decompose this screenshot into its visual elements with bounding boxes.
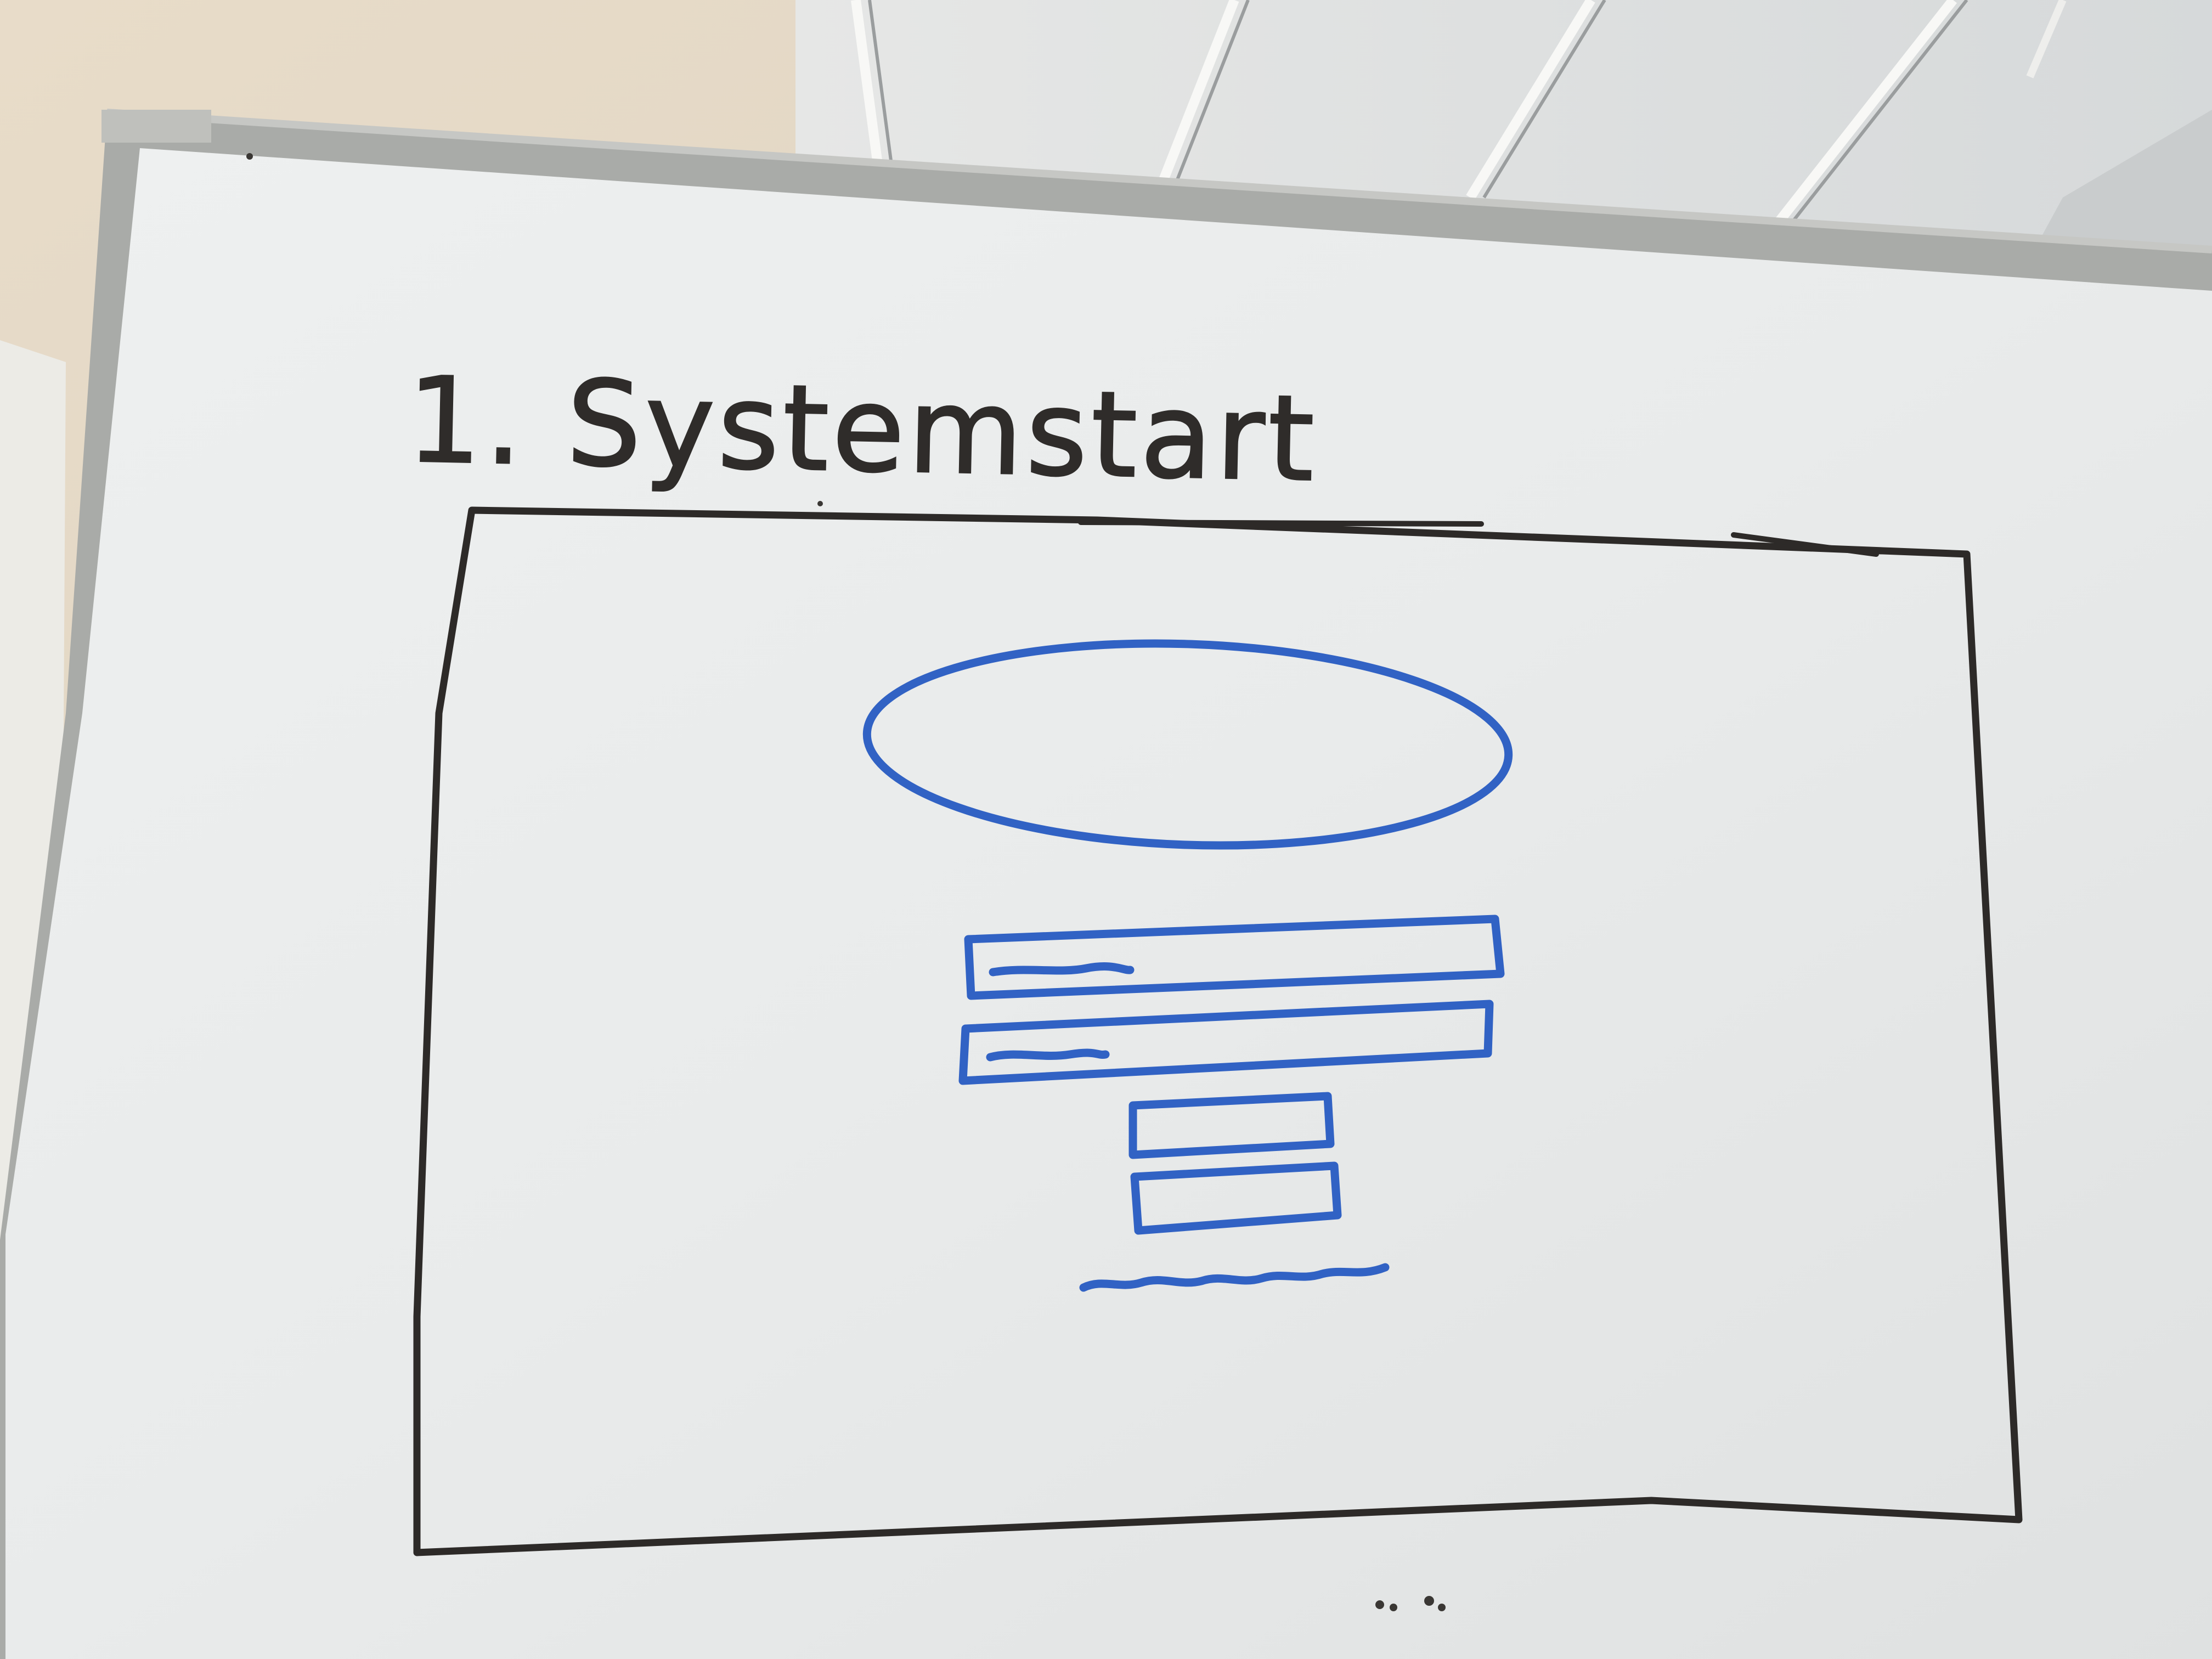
ceiling [795, 0, 2212, 291]
sketch-input-field-2 [958, 1000, 1494, 1085]
board-smudges [246, 153, 1446, 1611]
sketch-text-link [1079, 1263, 1390, 1292]
sketch-logo-ellipse [862, 639, 1513, 850]
whiteboard-surface [5, 148, 2212, 1659]
sketch-button-1 [1128, 1092, 1335, 1159]
sketch-screen-frame [413, 506, 2023, 1556]
whiteboard-title: 1. Systemstart [405, 351, 1319, 508]
sketch-input-field-1 [964, 915, 1505, 1000]
sketch-button-2 [1130, 1161, 1342, 1235]
